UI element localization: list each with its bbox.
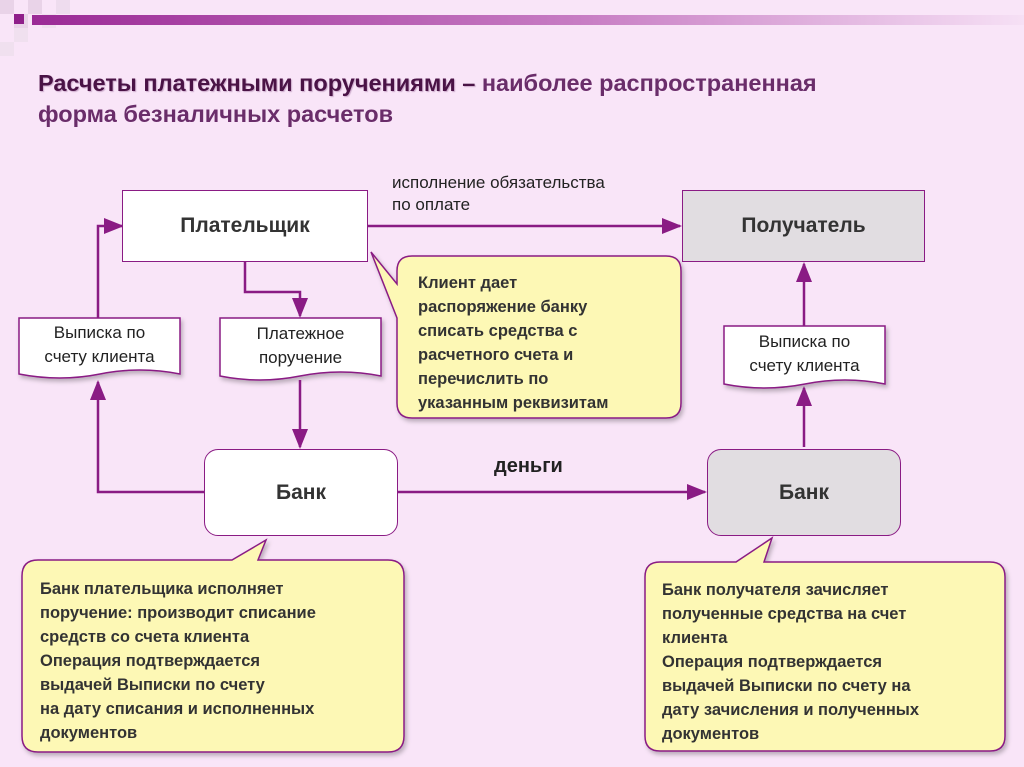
payment-order-doc: Платежное поручение bbox=[220, 318, 381, 382]
obligation-line2: по оплате bbox=[392, 195, 471, 214]
title-strong: Расчеты платежными поручениями – bbox=[38, 70, 476, 96]
callout-client-line: перечислить по bbox=[418, 370, 549, 388]
statement-left-doc: Выписка по счету клиента bbox=[19, 318, 180, 380]
callout-bank-payer-line: выдачей Выписки по счету bbox=[40, 676, 265, 694]
callout-bank-recipient-line: дату зачисления и полученных bbox=[662, 701, 920, 719]
recipient-label: Получатель bbox=[741, 214, 866, 237]
statement-right-line2: счету клиента bbox=[749, 356, 860, 375]
callout-bank-payer-line: на дату списания и исполненных bbox=[40, 700, 315, 718]
callout-bank-payer-line: Операция подтверждается bbox=[40, 652, 261, 670]
callout-bank-recipient-line: документов bbox=[662, 725, 760, 743]
statement-left-line1: Выписка по bbox=[53, 323, 146, 342]
top-bar bbox=[32, 15, 1024, 25]
statement-left-line2: счету клиента bbox=[44, 347, 155, 366]
callout-bank-recipient-line: Операция подтверждается bbox=[662, 653, 883, 671]
title-rest-line1: наиболее распространенная bbox=[475, 70, 817, 96]
callout-bank-recipient: Банк получателя зачисляет полученные сре… bbox=[662, 578, 919, 746]
obligation-line1: исполнение обязательства bbox=[392, 173, 605, 192]
bank-recipient-box: Банк bbox=[707, 449, 901, 536]
callout-client-line: списать средства с bbox=[418, 322, 578, 340]
callout-bank-payer-shape bbox=[21, 538, 405, 753]
page-title: Расчеты платежными поручениями – наиболе… bbox=[38, 68, 1008, 130]
statement-right-doc: Выписка по счету клиента bbox=[724, 326, 885, 390]
obligation-label: исполнение обязательства по оплате bbox=[392, 172, 605, 216]
callout-bank-payer: Банк плательщика исполняет поручение: пр… bbox=[40, 577, 316, 745]
doc-statement-left-shape bbox=[18, 317, 181, 379]
statement-right-line1: Выписка по bbox=[758, 332, 851, 351]
doc-payment-order-shape bbox=[219, 317, 382, 381]
callout-bank-recipient-line: полученные средства на счет bbox=[662, 605, 907, 623]
arrow-statement-to-payer bbox=[96, 218, 124, 318]
callout-client-line: указанным реквизитам bbox=[418, 394, 609, 412]
payer-label: Плательщик bbox=[180, 214, 310, 237]
callout-bank-recipient-line: Банк получателя зачисляет bbox=[662, 581, 889, 599]
callout-client: Клиент дает распоряжение банку списать с… bbox=[418, 271, 608, 415]
callout-bank-recipient-line: клиента bbox=[662, 629, 728, 647]
callout-bank-recipient-line: выдачей Выписки по счету на bbox=[662, 677, 911, 695]
callout-client-line: расчетного счета и bbox=[418, 346, 574, 364]
bank-recipient-label: Банк bbox=[779, 480, 829, 504]
payer-box: Плательщик bbox=[122, 190, 368, 262]
money-label: деньги bbox=[494, 455, 563, 477]
doc-statement-right-shape bbox=[723, 325, 886, 389]
callout-client-line: распоряжение банку bbox=[418, 298, 588, 316]
arrow-bank-to-statement bbox=[90, 380, 204, 494]
callout-bank-payer-line: документов bbox=[40, 724, 138, 742]
payment-order-line1: Платежное bbox=[256, 324, 345, 343]
callout-bank-recipient-shape bbox=[644, 536, 1006, 752]
corner-decoration bbox=[0, 0, 70, 56]
title-rest-line2: форма безналичных расчетов bbox=[38, 101, 394, 127]
callout-bank-payer-line: поручение: производит списание bbox=[40, 604, 316, 622]
callout-bank-payer-line: средств со счета клиента bbox=[40, 628, 250, 646]
arrow-payer-to-order bbox=[243, 262, 308, 318]
recipient-box: Получатель bbox=[682, 190, 925, 262]
bank-payer-label: Банк bbox=[276, 480, 326, 504]
callout-client-line: Клиент дает bbox=[418, 274, 518, 292]
callout-client-shape bbox=[370, 251, 682, 419]
bank-payer-box: Банк bbox=[204, 449, 398, 536]
payment-order-line2: поручение bbox=[258, 348, 343, 367]
callout-bank-payer-line: Банк плательщика исполняет bbox=[40, 580, 284, 598]
